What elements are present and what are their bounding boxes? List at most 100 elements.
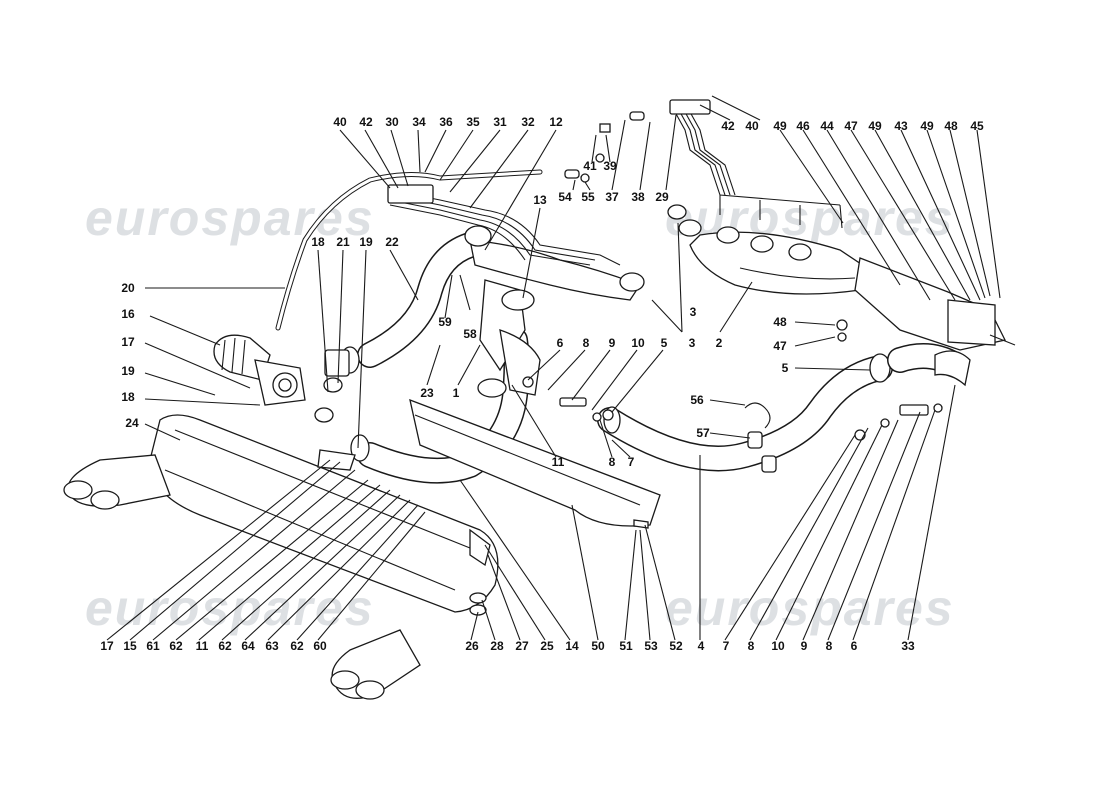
callout-23: 23 xyxy=(420,386,434,400)
callout-46: 46 xyxy=(796,119,810,133)
bottom-tailpipe-tips xyxy=(330,629,421,700)
left-tailpipe-tips xyxy=(63,454,171,510)
callout-20: 20 xyxy=(121,281,135,295)
callout-1: 1 xyxy=(453,386,460,400)
callout-17b: 17 xyxy=(100,639,114,653)
callout-6b: 6 xyxy=(851,639,858,653)
callout-12: 12 xyxy=(549,115,563,129)
callout-29: 29 xyxy=(655,190,669,204)
callout-9a: 9 xyxy=(609,336,616,350)
callout-labels: 40 42 30 34 36 35 31 32 12 41 39 54 55 1… xyxy=(100,115,984,653)
callout-62c: 62 xyxy=(290,639,304,653)
callout-56: 56 xyxy=(690,393,704,407)
central-downpipe xyxy=(477,279,541,398)
air-injection-valve xyxy=(213,334,306,406)
callout-54: 54 xyxy=(558,190,572,204)
callout-34: 34 xyxy=(412,115,426,129)
callout-18a: 18 xyxy=(311,235,325,249)
callout-47b: 47 xyxy=(773,339,787,353)
callout-3a: 3 xyxy=(689,336,696,350)
callout-24: 24 xyxy=(125,416,139,430)
callout-50: 50 xyxy=(591,639,605,653)
watermark-bottom-left: eurospares xyxy=(85,580,375,636)
callout-15: 15 xyxy=(123,639,137,653)
callout-8a: 8 xyxy=(583,336,590,350)
callout-49b: 49 xyxy=(868,119,882,133)
left-air-injection-pipes xyxy=(387,184,621,266)
callout-11b: 11 xyxy=(196,639,209,653)
callout-5b: 5 xyxy=(782,361,789,375)
callout-6a: 6 xyxy=(557,336,564,350)
callout-7a: 7 xyxy=(628,455,635,469)
callout-42a: 42 xyxy=(359,115,373,129)
callout-55: 55 xyxy=(581,190,595,204)
callout-51: 51 xyxy=(619,639,633,653)
callout-40a: 40 xyxy=(333,115,347,129)
callout-42b: 42 xyxy=(721,119,735,133)
callout-2: 2 xyxy=(716,336,723,350)
callout-60: 60 xyxy=(313,639,327,653)
callout-49c: 49 xyxy=(920,119,934,133)
callout-3b: 3 xyxy=(690,305,697,319)
callout-30: 30 xyxy=(385,115,399,129)
callout-48a: 48 xyxy=(944,119,958,133)
callout-62b: 62 xyxy=(218,639,232,653)
callout-8b: 8 xyxy=(609,455,616,469)
callout-40b: 40 xyxy=(745,119,759,133)
callout-64: 64 xyxy=(241,639,255,653)
callout-28: 28 xyxy=(490,639,504,653)
callout-5a: 5 xyxy=(661,336,668,350)
callout-25: 25 xyxy=(540,639,554,653)
right-heat-shield xyxy=(854,257,1016,351)
callout-35: 35 xyxy=(466,115,480,129)
callout-17a: 17 xyxy=(121,335,135,349)
callout-9b: 9 xyxy=(801,639,808,653)
callout-57: 57 xyxy=(696,426,710,440)
callout-38: 38 xyxy=(631,190,645,204)
right-exhaust-manifold xyxy=(667,204,871,295)
callout-4: 4 xyxy=(698,639,705,653)
watermark-top-left: eurospares xyxy=(85,190,375,246)
callout-59: 59 xyxy=(438,315,452,329)
callout-36: 36 xyxy=(439,115,453,129)
callout-58: 58 xyxy=(463,327,477,341)
callout-22: 22 xyxy=(385,235,399,249)
callout-18b: 18 xyxy=(121,390,135,404)
callout-19b: 19 xyxy=(121,364,135,378)
callout-19a: 19 xyxy=(359,235,373,249)
callout-53: 53 xyxy=(644,639,658,653)
callout-32: 32 xyxy=(521,115,535,129)
callout-43: 43 xyxy=(894,119,908,133)
callout-39: 39 xyxy=(603,159,617,173)
rear-muffler xyxy=(149,414,499,613)
watermark-bottom-right: eurospares xyxy=(665,580,955,636)
callout-8d: 8 xyxy=(826,639,833,653)
callout-49a: 49 xyxy=(773,119,787,133)
callout-41: 41 xyxy=(583,159,597,173)
callout-37: 37 xyxy=(605,190,619,204)
callout-26: 26 xyxy=(465,639,479,653)
callout-33: 33 xyxy=(901,639,915,653)
lambda-sensor-cable xyxy=(275,169,543,331)
callout-61: 61 xyxy=(146,639,160,653)
callout-8c: 8 xyxy=(748,639,755,653)
left-exhaust-manifold xyxy=(464,225,645,301)
left-heat-shield xyxy=(409,398,661,527)
right-air-injection-pipes xyxy=(669,99,843,229)
leader-lines xyxy=(106,95,1001,641)
callout-14: 14 xyxy=(565,639,579,653)
callout-16: 16 xyxy=(121,307,135,321)
right-tail-pipe xyxy=(887,343,971,387)
callout-31: 31 xyxy=(493,115,507,129)
callout-10b: 10 xyxy=(771,639,785,653)
callout-47a: 47 xyxy=(844,119,858,133)
callout-48b: 48 xyxy=(773,315,787,329)
callout-45: 45 xyxy=(970,119,984,133)
callout-52: 52 xyxy=(669,639,683,653)
callout-10a: 10 xyxy=(631,336,645,350)
callout-44: 44 xyxy=(820,119,834,133)
callout-27: 27 xyxy=(515,639,529,653)
callout-21: 21 xyxy=(336,235,350,249)
callout-62a: 62 xyxy=(169,639,183,653)
